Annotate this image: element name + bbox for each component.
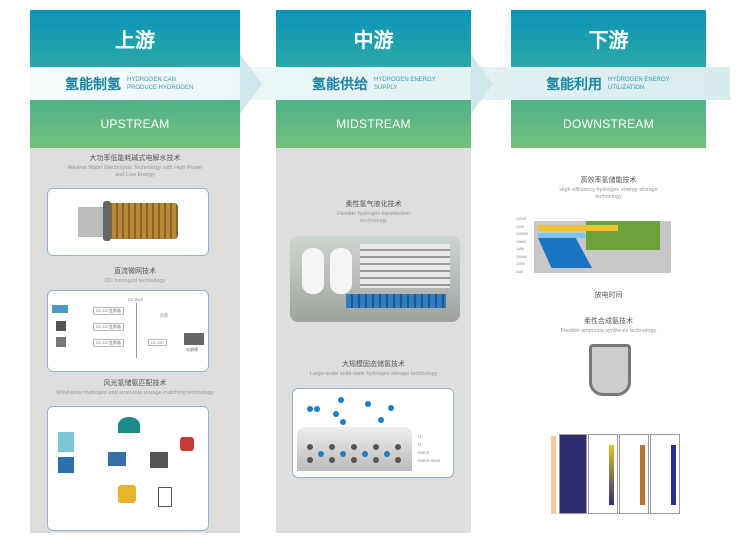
stage-title: 上游 [30, 10, 240, 67]
stage-title: 下游 [511, 10, 706, 67]
diagram-label: DC BUS [128, 297, 144, 302]
diagram-label: DC-DC [148, 339, 167, 346]
stage-upstream: 上游 UPSTREAM [30, 10, 240, 148]
stage-midstream: 中游 MIDSTREAM [276, 10, 471, 148]
tech-title: 高效率氢储能技术 [580, 176, 637, 184]
tech-subtitle: Large-scale solid-state hydrogen storage… [309, 371, 438, 377]
wind-solar-diagram [47, 406, 209, 531]
upstream-panel: 大功率低能耗碱式电解水技术 Alkaline Water Electrolysis… [30, 148, 240, 533]
reactor-simulation-image [541, 430, 689, 518]
flow-band [30, 67, 730, 100]
tech-subtitle: Flexible hydrogen liquefaction technolog… [337, 211, 410, 224]
tech-subtitle: Flexible ammonia synthesis technology [560, 328, 657, 334]
diagram-label: DC-DC变换器 [93, 339, 124, 347]
tech-title: 柔性合成氨技术 [584, 317, 633, 325]
band-subtitle: HYDROGEN ENERGY UTILIZATION [608, 76, 670, 91]
band-subtitle: HYDROGEN ENERGY SUPPLY [374, 76, 436, 91]
liquefaction-plant-photo [290, 236, 460, 322]
band-title: 氢能利用 [546, 76, 602, 93]
tech-title: 大功率低能耗碱式电解水技术 [89, 154, 181, 162]
chart-xlabel: 放电时间 [594, 291, 623, 299]
stage-label: DOWNSTREAM [511, 100, 706, 148]
dc-microgrid-diagram: DC BUS DC-DC变换器 DC-DC变换器 DC-DC变换器 负荷 DC-… [47, 290, 209, 372]
midstream-panel: 柔性氢气液化技术 Flexible hydrogen liquefaction t… [276, 148, 471, 533]
tech-subtitle: Wind-solar hydrogen and ammonia storage … [56, 390, 214, 396]
stage-label: UPSTREAM [30, 100, 240, 148]
stage-title: 中游 [276, 10, 471, 67]
tech-title: 直流微网技术 [114, 267, 156, 275]
tech-title: 柔性氢气液化技术 [345, 200, 402, 208]
legend-item: H [418, 442, 422, 447]
diagram-label: DC-DC变换器 [93, 307, 124, 315]
arrow-icon [240, 54, 262, 114]
arrow-icon [471, 54, 493, 114]
stage-label: MIDSTREAM [276, 100, 471, 148]
reactor-image [589, 344, 631, 396]
diagram-label: 电解槽 [186, 347, 198, 352]
electrolyzer-image [47, 188, 209, 256]
downstream-panel: 高效率氢储能技术 High efficiency hydrogen energy … [511, 148, 706, 533]
diagram-label: 负荷 [160, 313, 168, 318]
tech-title: 风光氢储氨匹配技术 [103, 379, 167, 387]
legend-item: Metal atom [418, 458, 441, 463]
stage-downstream: 下游 DOWNSTREAM [511, 10, 706, 148]
legend-item: H₂ [418, 434, 423, 439]
band-title: 氢能供给 [312, 76, 368, 93]
tech-subtitle: Alkaline Water Electrolysis Technology w… [67, 165, 203, 178]
diagram-label: DC-DC变换器 [93, 323, 124, 331]
tech-subtitle: DC microgrid technology [104, 278, 166, 284]
tech-title: 大规模固态储氢技术 [342, 360, 405, 368]
legend-item: Metal [418, 450, 430, 455]
band-subtitle: HYDROGEN CAN PRODUCE HYDROGEN [127, 76, 194, 91]
tech-subtitle: High efficiency hydrogen energy storage … [559, 187, 658, 200]
band-title: 氢能制氢 [65, 76, 121, 93]
